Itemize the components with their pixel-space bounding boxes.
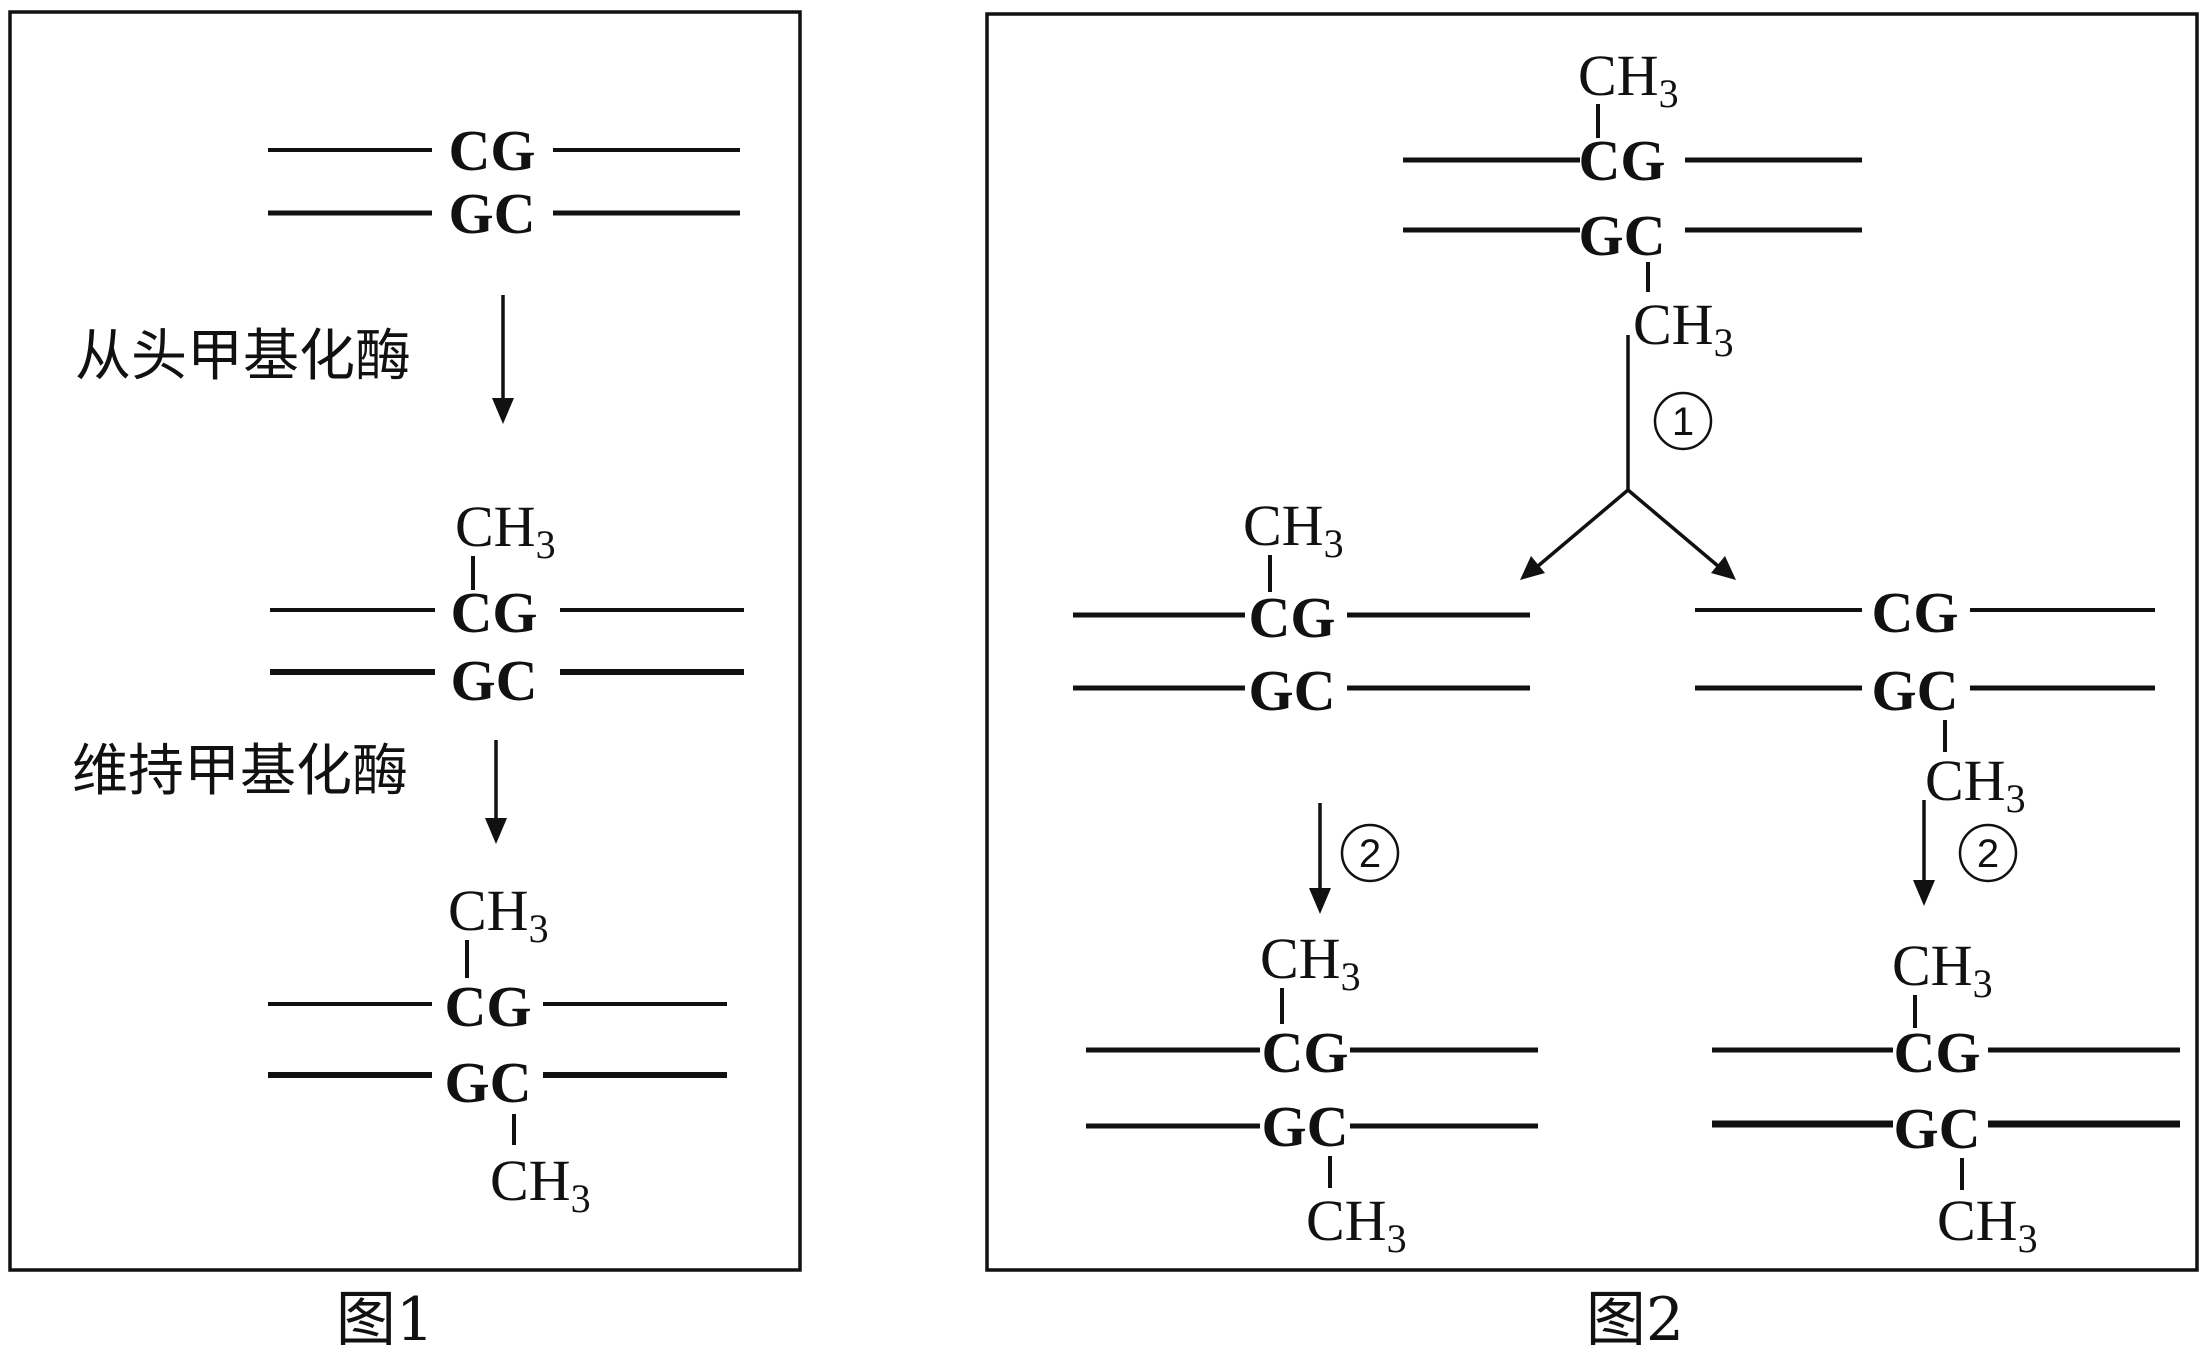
base-pair-gc: GC [451,648,538,713]
fig1-arrow-maintenance [485,740,507,844]
step-2-label: 2 [1359,832,1381,876]
arrow-head [485,818,507,844]
figure-2-caption: 图2 [1586,1285,1684,1347]
arrow-head [1309,888,1331,914]
methyl-group-top: CH3 [448,878,549,951]
fig2-arrow-step-2-left [1309,803,1331,914]
methyl-group-bottom: CH3 [1633,292,1734,365]
base-pair-cg: CG [1872,580,1959,645]
base-pair-cg: CG [451,580,538,645]
base-pair-cg: CG [1894,1020,1981,1085]
fig1-dna-fully-methylated: CH3 CG GC CH3 [268,878,727,1221]
methyl-group-top: CH3 [1578,43,1679,116]
fig2-dna-hemimethylated-right: CG GC CH3 [1695,580,2155,821]
fig2-dna-hemimethylated-left: CH3 CG GC [1073,493,1530,723]
base-pair-gc: GC [1579,203,1666,268]
arrow-branch-left [1536,488,1630,568]
fig2-replication-fork-arrows [1520,335,1736,580]
methyl-group-top: CH3 [1892,933,1993,1006]
step-circle [1653,391,1713,451]
figure-1-panel: CG GC 从头甲基化酶 CH3 CG GC 维持甲基化酶 [8,10,802,1347]
fig2-dna-fully-methylated-bottom-left: CH3 CG GC CH3 [1086,926,1538,1261]
figure-1-caption: 图1 [336,1285,434,1347]
methyl-group-bottom: CH3 [1306,1188,1407,1261]
base-pair-gc: GC [1894,1096,1981,1161]
step-circle [1958,823,2018,883]
arrow-head [1913,880,1935,906]
fig1-arrow-de-novo [492,295,514,424]
figure-1-frame [8,10,802,1272]
fig2-step-2-left-marker: 2 [1340,823,1400,883]
base-pair-gc: GC [1262,1094,1349,1159]
base-pair-gc: GC [1249,658,1336,723]
step-circle [1340,823,1400,883]
methyl-group-top: CH3 [455,494,556,567]
base-pair-cg: CG [445,974,532,1039]
base-pair-cg: CG [1262,1020,1349,1085]
fig2-arrow-step-2-right [1913,800,1935,906]
methyl-group-bottom: CH3 [1937,1188,2038,1261]
base-pair-cg: CG [449,118,536,183]
enzyme-de-novo-label: 从头甲基化酶 [75,324,411,389]
fig2-dna-fully-methylated-bottom-right: CH3 CG GC CH3 [1712,933,2180,1261]
enzyme-maintenance-label: 维持甲基化酶 [72,739,408,804]
step-2-label: 2 [1977,832,1999,876]
methyl-group-top: CH3 [1243,493,1344,566]
base-pair-gc: GC [1872,658,1959,723]
arrow-head [492,398,514,424]
fig1-dna-hemimethylated: CH3 CG GC [270,494,744,713]
fig2-dna-fully-methylated-top: CH3 CG GC CH3 [1403,43,1862,365]
figure-2-panel: CH3 CG GC CH3 1 [985,12,2199,1347]
methyl-group-top: CH3 [1260,926,1361,999]
figure-2-frame [985,12,2199,1272]
fig2-step-1-marker: 1 [1653,391,1713,451]
step-1-label: 1 [1672,400,1694,444]
arrow-head [1520,556,1545,580]
fig2-step-2-right-marker: 2 [1958,823,2018,883]
base-pair-gc: GC [445,1050,532,1115]
base-pair-cg: CG [1249,585,1336,650]
methyl-group-bottom: CH3 [490,1148,591,1221]
fig1-dna-unmethylated: CG GC [268,118,740,246]
arrow-head [1711,556,1736,580]
arrow-branch-right [1626,488,1720,568]
base-pair-gc: GC [449,181,536,246]
methyl-group-bottom: CH3 [1925,748,2026,821]
base-pair-cg: CG [1579,128,1666,193]
